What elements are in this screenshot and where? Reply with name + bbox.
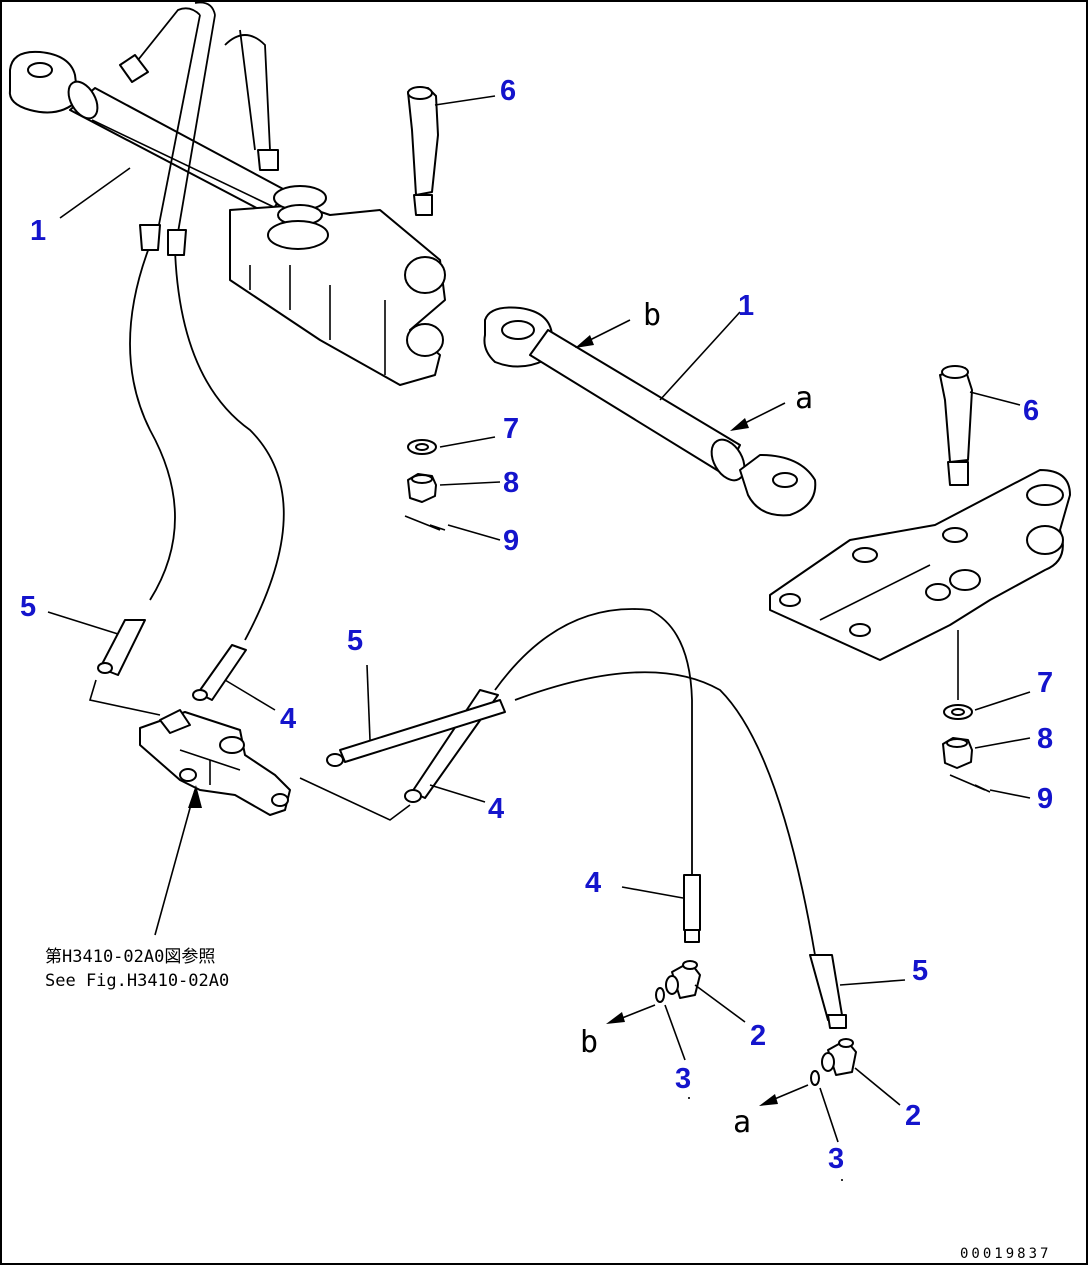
- callout-6-top: 6: [500, 75, 516, 107]
- valve-block-small: [139, 709, 291, 816]
- letter-a-top: a: [795, 381, 813, 416]
- callout-3-b: 3: [828, 1143, 844, 1175]
- cotter-pin-right: [949, 774, 991, 793]
- letter-b-bottom: b: [580, 1025, 598, 1060]
- leader-lines: [47, 95, 1031, 1143]
- callout-5-left: 5: [20, 591, 36, 623]
- washer-right: [943, 704, 973, 720]
- callout-7-left: 7: [503, 413, 519, 445]
- arrow-a-bottom: [759, 1084, 809, 1106]
- pin-right: [939, 365, 973, 486]
- reference-note-en: See Fig.H3410-02A0: [45, 971, 229, 991]
- document-number: 00019837: [960, 1246, 1051, 1262]
- callout-9-right: 9: [1037, 783, 1053, 815]
- callout-5-right: 5: [912, 955, 928, 987]
- arrow-b-bottom: [606, 1004, 656, 1024]
- nut-left: [407, 473, 437, 503]
- hose-end-line-right: [299, 777, 411, 821]
- callout-8-left: 8: [503, 467, 519, 499]
- callout-3-a: 3: [675, 1063, 691, 1095]
- o-ring-a: [655, 987, 665, 1003]
- callout-2-b: 2: [905, 1100, 921, 1132]
- cylinder-top-left: [8, 50, 286, 216]
- callout-6-right: 6: [1023, 395, 1039, 427]
- valve-block-top: [229, 185, 446, 386]
- elbow-fitting-b: [821, 1038, 857, 1076]
- callout-4-center: 4: [488, 793, 504, 825]
- washer-left: [407, 439, 437, 455]
- arrow-b-top: [575, 319, 631, 348]
- callout-4-left: 4: [280, 703, 296, 735]
- reference-note-jp: 第H3410-02A0図参照: [45, 947, 215, 967]
- arrow-a-top: [730, 402, 786, 431]
- callout-8-right: 8: [1037, 723, 1053, 755]
- hoses: [129, 1, 816, 956]
- arrow-reference: [188, 785, 202, 808]
- callout-9-left: 9: [503, 525, 519, 557]
- callout-2-a: 2: [750, 1020, 766, 1052]
- callout-1-middle: 1: [738, 290, 754, 322]
- pin-top: [407, 86, 439, 216]
- letter-a-bottom: a: [733, 1105, 751, 1140]
- bracket-plate-right: [769, 469, 1071, 661]
- elbow-fitting-a: [665, 960, 701, 999]
- letter-b-top: b: [643, 298, 661, 333]
- hose-fittings: [97, 54, 847, 1029]
- callout-1-top-left: 1: [30, 215, 46, 247]
- cylinder-middle: [483, 306, 817, 517]
- callout-4-lower: 4: [585, 867, 601, 899]
- nut-right: [942, 737, 973, 769]
- hose-end-line-left: [88, 679, 161, 716]
- o-ring-b: [810, 1070, 820, 1086]
- cotter-pin-left: [404, 515, 446, 531]
- callout-7-right: 7: [1037, 667, 1053, 699]
- callout-5-center: 5: [347, 625, 363, 657]
